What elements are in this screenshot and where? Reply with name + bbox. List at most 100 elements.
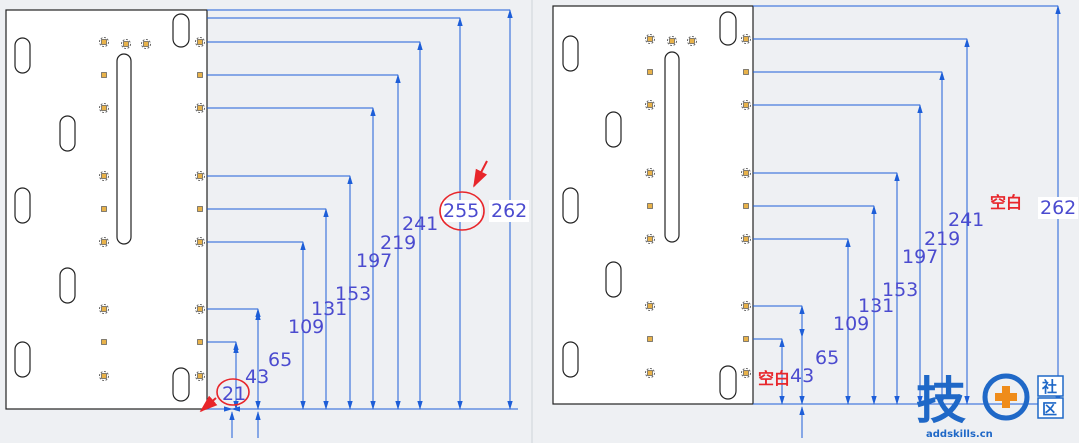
hole-marker bbox=[197, 206, 203, 212]
dimension-label-219: 219 bbox=[924, 228, 960, 250]
hole-marker bbox=[101, 306, 107, 312]
hole-marker bbox=[197, 72, 203, 78]
logo-main-char: 技 bbox=[916, 372, 966, 430]
hole-marker bbox=[647, 336, 653, 342]
hole-marker bbox=[647, 69, 653, 75]
hole-marker bbox=[689, 38, 695, 44]
hole-ring bbox=[645, 34, 655, 44]
hole-marker bbox=[743, 69, 749, 75]
hole-ring bbox=[99, 371, 109, 381]
hole-marker bbox=[743, 170, 749, 176]
hole-marker bbox=[669, 38, 675, 44]
logo-side-text-bottom: 区 bbox=[1042, 400, 1057, 418]
hole-ring bbox=[645, 301, 655, 311]
highlight-ellipse-21 bbox=[216, 378, 250, 406]
hole-marker bbox=[647, 203, 653, 209]
right-slot bbox=[562, 35, 579, 72]
hole-marker bbox=[143, 41, 149, 47]
hole-ring bbox=[741, 234, 751, 244]
logo-side-text-top: 社 bbox=[1041, 378, 1057, 396]
hole-ring bbox=[195, 37, 205, 47]
right-edge-slot-top bbox=[719, 11, 737, 46]
hole-marker bbox=[123, 41, 129, 47]
dimension-label-197: 197 bbox=[902, 246, 938, 268]
hole-marker bbox=[743, 303, 749, 309]
right-holes bbox=[645, 34, 751, 378]
hole-ring bbox=[741, 368, 751, 378]
hole-marker bbox=[647, 236, 653, 242]
right-slot bbox=[562, 341, 579, 378]
hole-marker bbox=[647, 36, 653, 42]
hole-marker bbox=[197, 239, 203, 245]
hole-marker bbox=[197, 105, 203, 111]
right-panel-outline bbox=[552, 5, 754, 405]
hole-ring bbox=[99, 304, 109, 314]
dimension-label-262: 262 bbox=[1040, 197, 1076, 219]
hole-marker bbox=[743, 102, 749, 108]
hole-marker bbox=[101, 72, 107, 78]
dimension-label-65: 65 bbox=[268, 349, 292, 371]
dimension-label-65: 65 bbox=[815, 347, 839, 369]
hole-ring bbox=[141, 39, 151, 49]
hole-ring bbox=[121, 39, 131, 49]
dimension-label-197: 197 bbox=[356, 250, 392, 272]
blank-label-top: 空白 bbox=[990, 193, 1022, 212]
hole-ring bbox=[195, 304, 205, 314]
hole-marker bbox=[101, 239, 107, 245]
left-slot bbox=[59, 267, 76, 304]
hole-ring bbox=[99, 37, 109, 47]
hole-ring bbox=[667, 36, 677, 46]
dimension-label-255: 255 bbox=[443, 200, 479, 222]
hole-marker bbox=[101, 39, 107, 45]
logo-url: addskills.cn bbox=[926, 429, 993, 440]
hole-ring bbox=[645, 168, 655, 178]
left-edge-slot-top bbox=[172, 13, 190, 48]
dimension-label-153: 153 bbox=[882, 279, 918, 301]
dimension-label-109: 109 bbox=[833, 313, 869, 335]
hole-marker bbox=[743, 336, 749, 342]
left-slot bbox=[14, 187, 31, 224]
hole-ring bbox=[99, 237, 109, 247]
dimension-label-gap bbox=[1038, 197, 1078, 219]
hole-ring bbox=[99, 103, 109, 113]
highlight-arrow-21 bbox=[199, 395, 218, 413]
left-long-slot bbox=[116, 53, 132, 245]
hole-marker bbox=[197, 39, 203, 45]
hole-ring bbox=[645, 100, 655, 110]
hole-marker bbox=[101, 373, 107, 379]
hole-marker bbox=[743, 370, 749, 376]
hole-ring bbox=[741, 301, 751, 311]
hole-marker bbox=[101, 206, 107, 212]
hole-marker bbox=[101, 339, 107, 345]
right-edge-slot-bottom bbox=[719, 365, 737, 400]
hole-ring bbox=[645, 234, 655, 244]
hole-marker bbox=[647, 370, 653, 376]
dimension-label-241: 241 bbox=[402, 213, 438, 235]
hole-marker bbox=[197, 173, 203, 179]
dimension-label-gap bbox=[441, 200, 481, 222]
hole-ring bbox=[741, 34, 751, 44]
left-slot bbox=[59, 115, 76, 152]
hole-ring bbox=[645, 368, 655, 378]
plus-circle-icon bbox=[982, 373, 1030, 421]
left-slot bbox=[14, 37, 31, 74]
hole-ring bbox=[741, 100, 751, 110]
hole-ring bbox=[195, 103, 205, 113]
dimension-label-gap bbox=[489, 200, 529, 222]
hole-ring bbox=[195, 237, 205, 247]
hole-ring bbox=[99, 171, 109, 181]
hole-marker bbox=[647, 303, 653, 309]
highlight-arrow-255 bbox=[473, 160, 488, 188]
hole-marker bbox=[647, 170, 653, 176]
left-holes bbox=[99, 37, 205, 381]
dimension-label-43: 43 bbox=[245, 366, 269, 388]
right-slot bbox=[605, 261, 622, 298]
highlight-ellipse-255 bbox=[439, 191, 485, 231]
hole-marker bbox=[101, 105, 107, 111]
hole-marker bbox=[101, 173, 107, 179]
left-edge-slot-bottom bbox=[172, 367, 190, 402]
